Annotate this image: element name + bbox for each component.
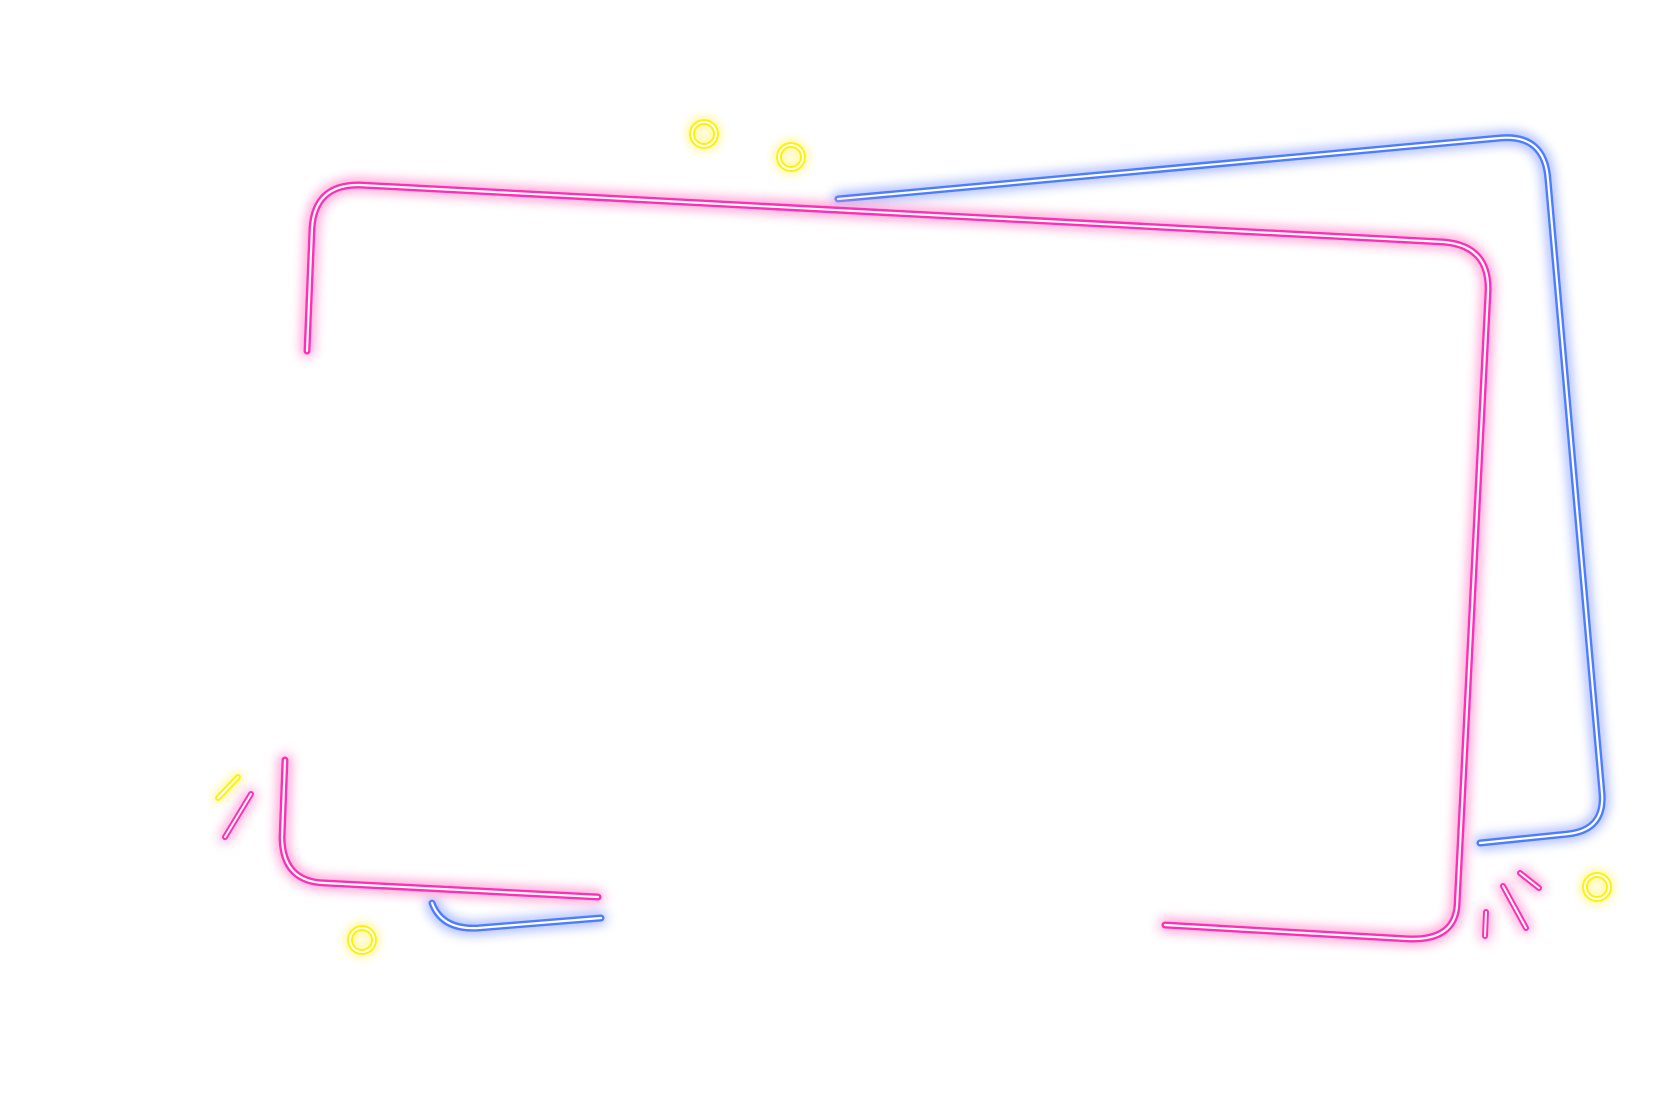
pink-frame-top-segment [303, 181, 1492, 943]
blue-neon-frame [428, 134, 1606, 932]
blue-frame-top-right-segment [834, 134, 1606, 847]
pink-neon-frame [278, 181, 1492, 943]
yellow-neon-dots [347, 119, 1612, 955]
pink-frame-bottom-left-segment [278, 756, 602, 901]
neon-accent-strokes [215, 774, 1542, 939]
